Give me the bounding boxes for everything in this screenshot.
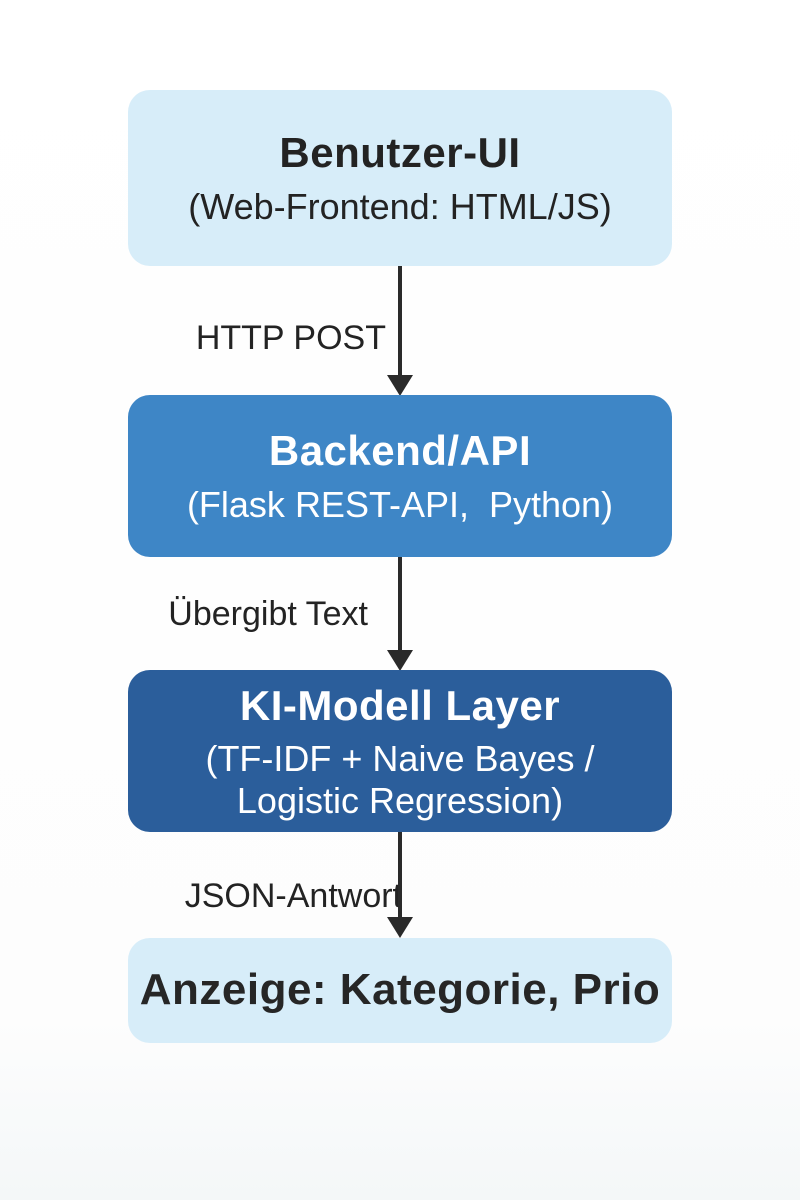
node-ki-modell-layer: KI-Modell Layer (TF-IDF + Naive Bayes / … xyxy=(128,670,672,832)
flow-arrow-line xyxy=(398,557,402,653)
down-arrow-icon xyxy=(387,917,413,938)
edge-label-json-antwort: JSON-Antwort xyxy=(184,877,402,915)
node-subtitle: (Web-Frontend: HTML/JS) xyxy=(188,185,612,227)
node-title: Anzeige: Kategorie, Prio xyxy=(139,965,661,1015)
node-subtitle: (TF-IDF + Naive Bayes / Logistic Regress… xyxy=(205,737,595,821)
flow-arrow-line xyxy=(398,266,402,378)
down-arrow-icon xyxy=(387,375,413,396)
node-title: Benutzer-UI xyxy=(279,129,521,177)
node-benutzer-ui: Benutzer-UI (Web-Frontend: HTML/JS) xyxy=(128,90,672,266)
node-title: KI-Modell Layer xyxy=(239,681,561,729)
node-title: Backend/API xyxy=(268,427,532,475)
node-subtitle: (Flask REST-API, Python) xyxy=(186,483,614,525)
flow-arrow-line xyxy=(398,832,402,920)
node-anzeige: Anzeige: Kategorie, Prio xyxy=(128,938,672,1043)
node-backend-api: Backend/API (Flask REST-API, Python) xyxy=(128,395,672,557)
down-arrow-icon xyxy=(387,650,413,671)
edge-label-uebergibt-text: Übergibt Text xyxy=(168,595,368,633)
edge-label-http-post: HTTP POST xyxy=(195,319,386,357)
